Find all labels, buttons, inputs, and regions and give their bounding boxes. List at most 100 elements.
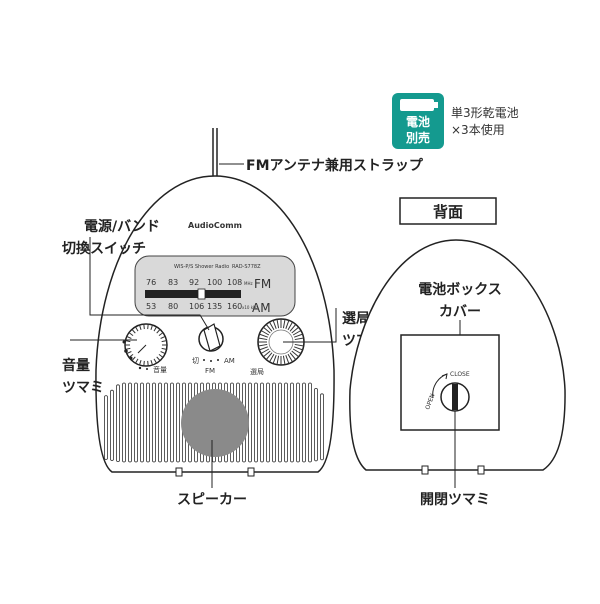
battery-icon-tip [434, 102, 438, 108]
speaker-slot [140, 382, 144, 463]
switch-am-label: AM [224, 357, 235, 365]
tuning-knob-ridge [292, 348, 302, 354]
speaker-slot [146, 382, 150, 463]
tuning-knob-ridge [276, 355, 280, 365]
tuning-knob-ridge [287, 353, 293, 363]
switch-fm-label: FM [205, 367, 215, 375]
speaker-slot [266, 382, 270, 463]
switch-lever [203, 323, 221, 352]
switch-off-label: 切 [192, 357, 199, 365]
radio-back: 背面 電池ボックス カバー OPEN CLOSE 開閉ツマミ [349, 197, 566, 508]
volume-knob-ridge [135, 326, 139, 332]
battery-note-line1: 単3形乾電池 [451, 106, 519, 120]
battery-note-line2: ×3本使用 [451, 122, 505, 137]
tuning-knob-ridge [276, 319, 280, 329]
knob-arc-arrow [441, 373, 448, 380]
back-foot [421, 465, 429, 475]
battery-badge-line1: 電池 [406, 114, 430, 129]
volume-knob-ridge [156, 329, 161, 334]
volume-knob-ridge [135, 358, 139, 364]
speaker-slot [320, 393, 324, 461]
tuning-knob-ridge [285, 320, 290, 330]
volume-knob-ridge [153, 326, 157, 332]
speaker-grille [104, 382, 324, 463]
volume-knob-ridges [125, 324, 167, 366]
tuning-pointer [197, 288, 206, 300]
speaker-slot [296, 382, 300, 463]
volume-knob-ridge [128, 354, 134, 358]
battery-icon [400, 99, 434, 111]
volume-knob-ridge [161, 340, 167, 343]
tuning-bar [145, 290, 241, 298]
volume-knob-ridge [150, 360, 153, 366]
label-power-band-switch-line1: 電源/バンド [84, 218, 160, 235]
tuning-knob-ridge [291, 326, 299, 334]
battery-note: 電池 別売 単3形乾電池 ×3本使用 [392, 93, 519, 149]
am-scale-106: 106 [189, 302, 204, 311]
model-line: WIS-P/S Shower Radio [174, 264, 229, 270]
volume-knob-ridge [150, 324, 153, 330]
open-close-knob: OPEN CLOSE [424, 371, 470, 412]
volume-knob-ridge [160, 351, 166, 354]
volume-knob-ridge [126, 336, 132, 339]
tuning-knob-ridge [285, 354, 290, 364]
volume-knob-ridge [153, 358, 157, 364]
speaker-slot [128, 382, 132, 463]
tuning-knob: 選局 [250, 318, 305, 376]
speaker-slot [170, 382, 174, 463]
label-power-band-switch-line2: 切換スイッチ [62, 240, 146, 257]
volume-knob-ridge [161, 347, 167, 350]
back-foot [477, 465, 485, 475]
fm-scale-92: 92 [189, 278, 199, 287]
tuning-knob-ridge [289, 352, 297, 360]
tuning-knob-ridge [282, 355, 286, 365]
speaker-slot [152, 382, 156, 463]
volume-dot [138, 366, 142, 370]
speaker-slot [302, 382, 306, 463]
back-title-box [399, 197, 497, 225]
volume-knob-ridge [158, 332, 164, 336]
speaker-slot [314, 387, 318, 462]
volume-knob-ridge [125, 340, 131, 343]
am-scale-53: 53 [146, 302, 156, 311]
volume-knob-ridge [139, 360, 142, 366]
fm-scale-83: 83 [168, 278, 178, 287]
tuning-knob-ridge [293, 333, 303, 338]
label-tuning-knob-line1: 選局 [342, 311, 370, 327]
label-open-close-knob: 開閉ツマミ [420, 492, 490, 508]
volume-knob-ridge [126, 351, 132, 354]
speaker-slot [260, 382, 264, 463]
tuning-knob-ridges [258, 319, 304, 365]
volume-knob-ridge [156, 356, 161, 361]
knob-close-label: CLOSE [450, 371, 470, 378]
am-scale-80: 80 [168, 302, 178, 311]
tuning-knob-ridge [291, 350, 299, 358]
volume-knob-ridge [160, 336, 166, 339]
speaker-slot [254, 382, 258, 463]
volume-knob-ridge [158, 354, 164, 358]
fm-unit: MHz [244, 281, 253, 286]
volume-knob-ridge [128, 332, 134, 336]
back-title: 背面 [433, 203, 463, 221]
volume-knob-ridge [147, 360, 149, 366]
volume-knob-ridge [139, 324, 142, 330]
label-volume-knob-line2: ツマミ [62, 380, 104, 396]
speaker-slot [308, 382, 312, 463]
tuning-knob-ridge [259, 346, 269, 351]
label-antenna-strap: FMアンテナ兼用ストラップ [246, 157, 424, 174]
leader-power-switch [89, 237, 210, 331]
speaker-slot [278, 382, 282, 463]
volume-knob-ridge [143, 360, 145, 366]
tuning-knob-ridge [263, 350, 271, 358]
tuning-knob-ridge [282, 319, 286, 329]
power-band-switch: 切 AM FM [192, 323, 235, 375]
tuning-knob-ridge [263, 326, 271, 334]
label-battery-cover-line1: 電池ボックス [418, 281, 502, 298]
tuning-knob-ridge [294, 343, 304, 347]
am-band-label: AM [252, 301, 271, 315]
volume-knob-ridge [131, 356, 136, 361]
label-speaker: スピーカー [177, 492, 247, 508]
tuning-knob-ridge [259, 333, 269, 338]
speaker-slot [110, 389, 114, 461]
